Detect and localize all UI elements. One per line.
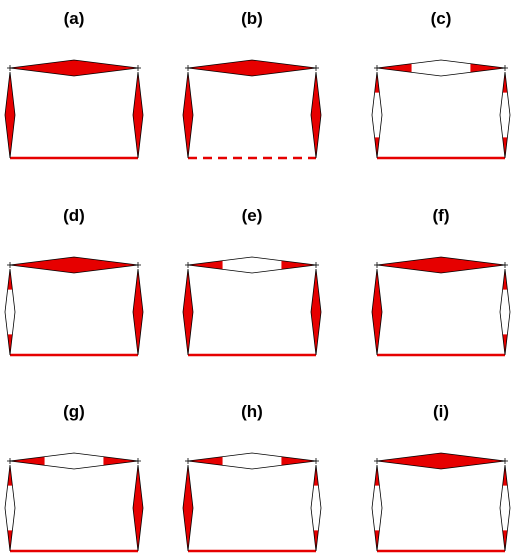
panel-g: (g) <box>4 402 144 553</box>
left-member-bottom-end <box>374 530 380 551</box>
panel-h: (h) <box>182 402 322 553</box>
panel-label: (d) <box>63 206 85 225</box>
left-member-filled <box>4 71 16 159</box>
right-member-top-end <box>313 465 319 486</box>
top-member-left-end <box>377 63 412 73</box>
top-member-right-end <box>103 456 138 466</box>
panel-label: (h) <box>241 402 263 421</box>
panel-b: (b) <box>182 9 322 160</box>
top-member-filled <box>9 59 139 77</box>
panel-c: (c) <box>371 9 511 160</box>
right-member-top-end <box>502 72 508 93</box>
panel-i: (i) <box>371 402 511 553</box>
top-member-left-end <box>188 260 223 270</box>
top-member-right-end <box>470 63 505 73</box>
right-member-filled <box>132 464 144 552</box>
panel-label: (e) <box>242 206 263 225</box>
left-member-outline <box>4 268 16 356</box>
left-member-top-end <box>374 72 380 93</box>
right-member-bottom-end <box>502 334 508 355</box>
top-member-left-end <box>10 456 45 466</box>
left-member-bottom-end <box>7 334 13 355</box>
left-member-filled <box>182 464 194 552</box>
right-member-outline <box>499 71 511 159</box>
left-member-filled <box>371 268 383 356</box>
right-member-filled <box>132 71 144 159</box>
left-member-filled <box>182 268 194 356</box>
panel-a: (a) <box>4 9 144 160</box>
left-member-top-end <box>7 465 13 486</box>
right-member-outline <box>499 268 511 356</box>
right-member-bottom-end <box>502 530 508 551</box>
left-member-outline <box>4 464 16 552</box>
right-member-filled <box>310 71 322 159</box>
top-member-right-end <box>281 456 316 466</box>
right-member-top-end <box>502 465 508 486</box>
panel-label: (a) <box>64 9 85 28</box>
right-member-bottom-end <box>502 137 508 158</box>
left-member-outline <box>371 71 383 159</box>
left-member-bottom-end <box>374 137 380 158</box>
top-member-filled <box>9 256 139 274</box>
panel-label: (i) <box>433 402 449 421</box>
panel-label: (g) <box>63 402 85 421</box>
top-member-filled <box>376 256 506 274</box>
top-member-filled <box>376 452 506 470</box>
right-member-filled <box>310 268 322 356</box>
right-member-outline <box>499 464 511 552</box>
right-member-bottom-end <box>313 530 319 551</box>
left-member-outline <box>371 464 383 552</box>
right-member-outline <box>310 464 322 552</box>
left-member-bottom-end <box>7 530 13 551</box>
right-member-top-end <box>502 269 508 290</box>
top-member-left-end <box>188 456 223 466</box>
panel-d: (d) <box>4 206 144 357</box>
top-member-right-end <box>281 260 316 270</box>
panel-label: (c) <box>431 9 452 28</box>
panel-f: (f) <box>371 206 511 357</box>
left-member-filled <box>182 71 194 159</box>
panel-e: (e) <box>182 206 322 357</box>
top-member-filled <box>187 59 317 77</box>
panel-label: (b) <box>241 9 263 28</box>
panel-label: (f) <box>433 206 450 225</box>
left-member-top-end <box>7 269 13 290</box>
right-member-filled <box>132 268 144 356</box>
left-member-top-end <box>374 465 380 486</box>
